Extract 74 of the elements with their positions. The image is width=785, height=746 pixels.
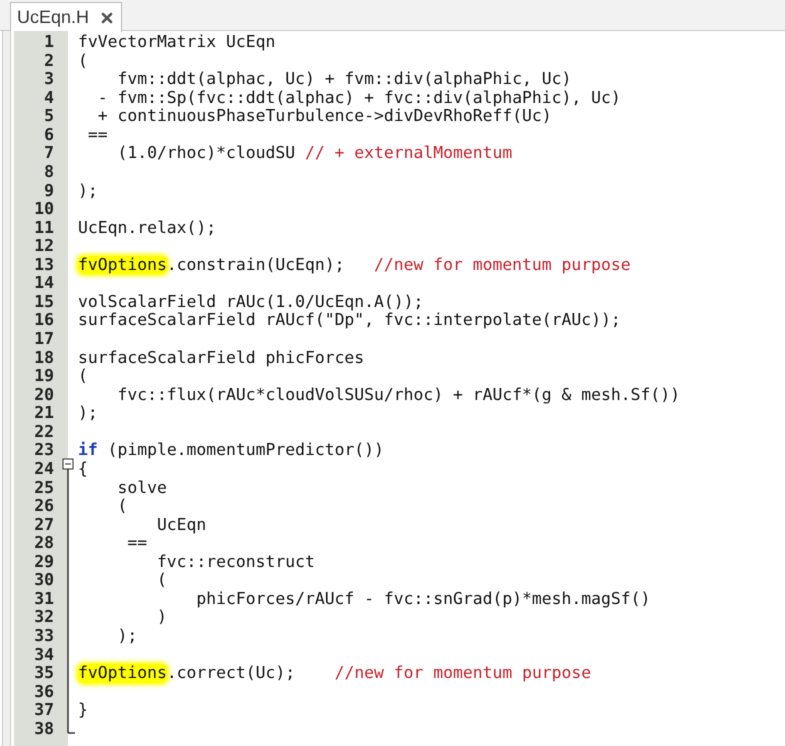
- line-number: 4: [44, 88, 54, 107]
- line-number: 26: [34, 496, 54, 516]
- code-comment: //new for momentum purpose: [374, 256, 631, 274]
- code-line: ==: [127, 534, 148, 553]
- code-line: solve: [117, 478, 167, 498]
- line-number: 27: [34, 514, 54, 534]
- line-number: 11: [34, 218, 54, 237]
- code-line: (1.0/rhoc)*cloudSU: [117, 144, 296, 163]
- code-line: fvc::reconstruct: [156, 552, 315, 572]
- code-line: surfaceScalarField rAUcf("Dp", fvc::interpolate(rAUc));: [78, 311, 621, 330]
- code-line: (: [156, 571, 167, 590]
- code-keyword: if: [78, 441, 98, 460]
- line-number: 14: [34, 273, 54, 292]
- line-number: 9: [44, 180, 54, 200]
- line-number: 36: [34, 682, 54, 701]
- line-number: 24: [34, 458, 54, 478]
- code-line: .constrain(UcEqn);: [166, 256, 344, 274]
- line-number: 23: [34, 440, 54, 460]
- code-comment: //new for momentum purpose: [334, 664, 592, 683]
- code-line: surfaceScalarField phicForces: [78, 348, 364, 368]
- line-number: 33: [34, 626, 54, 645]
- line-number: 22: [34, 422, 54, 441]
- code-line: );: [78, 182, 98, 200]
- line-number: 5: [44, 106, 54, 126]
- code-line: phicForces/rAUcf - fvc::snGrad(p)*mesh.magSf(): [196, 590, 650, 608]
- line-number: 13: [34, 254, 54, 274]
- code-line: ): [156, 608, 167, 627]
- file-tab: UcEqn.H: [10, 2, 122, 32]
- code-line: UcEqn: [156, 516, 206, 534]
- line-number: 20: [34, 384, 54, 404]
- code-line: (: [117, 497, 128, 516]
- highlighted-code-token: fvOptions: [78, 256, 167, 274]
- code-line: fvVectorMatrix UcEqn: [78, 33, 276, 52]
- line-number: 37: [34, 700, 54, 720]
- code-comment: // + externalMomentum: [304, 144, 512, 163]
- line-number: 6: [44, 124, 54, 144]
- code-line: (: [78, 52, 88, 70]
- line-number: 2: [44, 50, 54, 70]
- line-number: 15: [34, 292, 54, 311]
- line-number: 1: [44, 32, 54, 51]
- code-line: {: [78, 460, 88, 478]
- code-line: volScalarField rAUc(1.0/UcEqn.A());: [78, 292, 424, 312]
- highlighted-code-token: fvOptions: [78, 664, 167, 683]
- line-number: 16: [34, 310, 54, 330]
- code-line: fvc::flux(rAUc*cloudVolSUSu/rhoc) + rAUcf*(g & mesh.Sf()): [117, 386, 680, 404]
- code-line: - fvm::Sp(fvc::ddt(alphac) + fvc::div(alphaPhic), Uc): [98, 88, 621, 108]
- line-number: 25: [34, 478, 54, 496]
- line-number: 32: [34, 607, 54, 626]
- code-line: fvm::ddt(alphac, Uc) + fvm::div(alphaPhic, Uc): [117, 70, 572, 89]
- code-line: );: [117, 627, 138, 646]
- line-number: 10: [34, 199, 54, 218]
- code-line: );: [78, 404, 98, 423]
- line-number: 3: [44, 69, 54, 88]
- line-number: 12: [34, 236, 54, 256]
- code-line: }: [78, 701, 88, 720]
- line-number: 34: [34, 644, 54, 664]
- line-number: 21: [34, 403, 54, 422]
- line-number: 19: [34, 366, 54, 386]
- line-number: 8: [44, 162, 54, 181]
- line-number: 28: [34, 533, 54, 552]
- code-line: UcEqn.relax();: [78, 218, 216, 238]
- line-number: 17: [34, 329, 54, 348]
- line-number: 7: [44, 143, 54, 162]
- code-line: (: [78, 367, 88, 386]
- line-number: 35: [34, 663, 54, 682]
- code-line: (pimple.momentumPredictor()): [108, 441, 384, 460]
- line-number: 30: [34, 570, 54, 590]
- code-line: ==: [88, 126, 108, 144]
- code-line: + continuousPhaseTurbulence->divDevRhoReff(Uc): [98, 107, 552, 126]
- line-number: 38: [34, 718, 54, 738]
- code-line: .correct(Uc);: [166, 664, 296, 683]
- line-number: 29: [34, 552, 54, 571]
- line-number: 18: [34, 348, 54, 367]
- line-number: 31: [34, 588, 54, 608]
